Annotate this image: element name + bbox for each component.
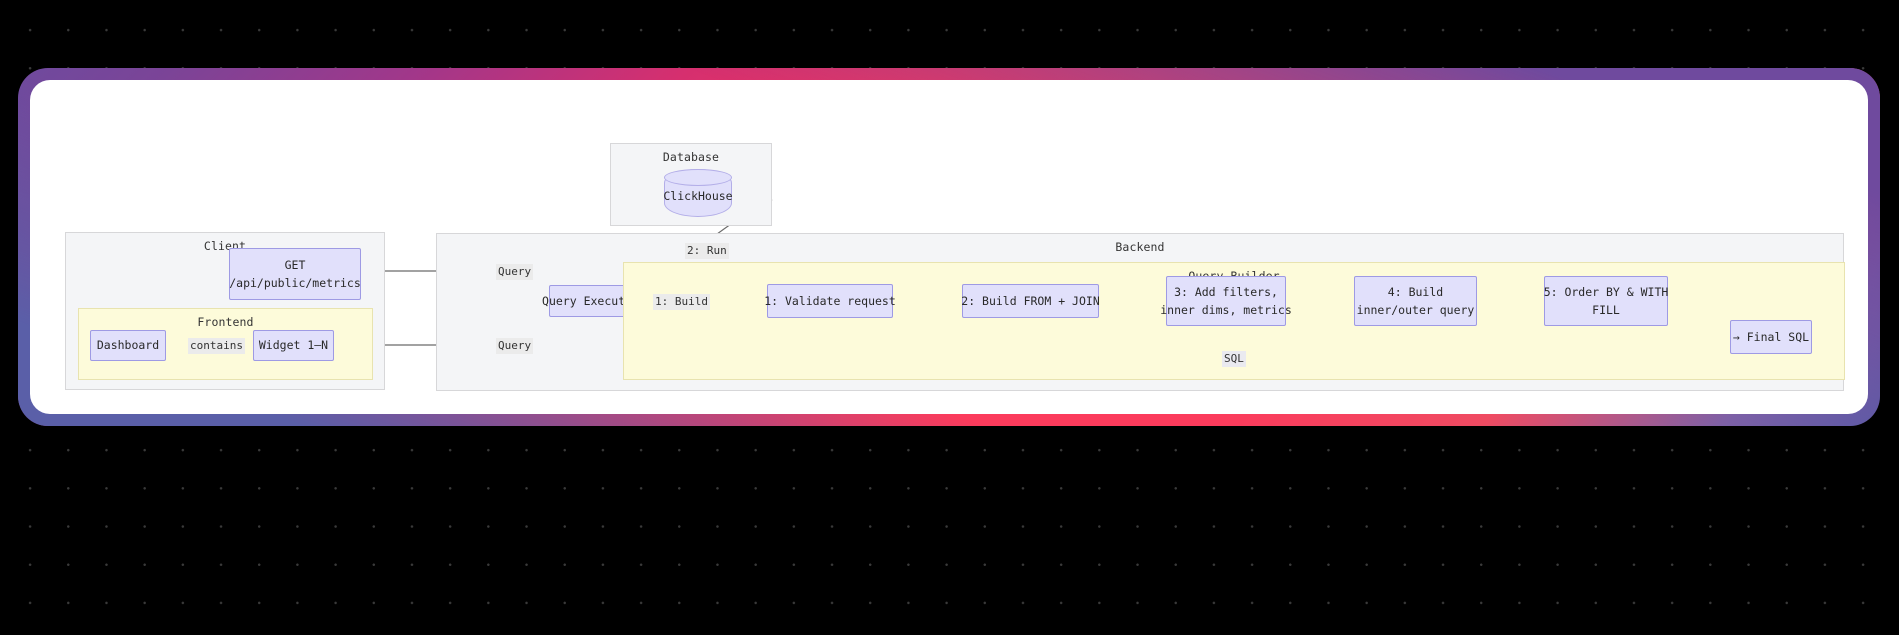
node-api-endpoint-path: /api/public/metrics <box>229 276 361 290</box>
node-query-executor[interactable]: Query Executor <box>542 285 639 317</box>
group-database-title: Database <box>662 150 720 164</box>
edge-label-query-widget: Query <box>496 338 534 355</box>
edge-label-contains: contains <box>188 338 245 355</box>
node-step2-build-from-join[interactable]: 2: Build FROM + JOIN <box>961 284 1100 318</box>
node-step5-order-by-fill[interactable]: 5: Order BY & WITH FILL <box>1544 276 1668 326</box>
edge-label-query-api: Query <box>496 264 534 281</box>
node-step4-line2: inner/outer query <box>1356 303 1475 317</box>
node-step4-line1: 4: Build <box>1387 284 1444 299</box>
node-step3-line2: inner dims, metrics <box>1160 303 1292 317</box>
node-step5-line1: 5: Order BY & WITH <box>1543 284 1669 299</box>
node-widget[interactable]: Widget 1–N <box>253 330 334 361</box>
node-dashboard[interactable]: Dashboard <box>90 330 166 361</box>
node-step1-validate[interactable]: 1: Validate request <box>764 284 896 318</box>
node-step3-line1: 3: Add filters, <box>1174 284 1278 299</box>
group-frontend-title: Frontend <box>197 315 254 329</box>
node-api-endpoint-method: GET <box>284 257 306 272</box>
diagram-card-surface: Client GET /api/public/metrics Frontend … <box>30 80 1868 414</box>
edge-label-run: 2: Run <box>685 243 729 260</box>
node-clickhouse[interactable]: ClickHouse <box>663 169 733 217</box>
node-step4-build-inner-outer[interactable]: 4: Build inner/outer query <box>1354 276 1477 326</box>
group-backend-title: Backend <box>1115 240 1165 254</box>
edge-label-sql: SQL <box>1222 351 1246 368</box>
node-final-sql-label: → Final SQL <box>1732 329 1810 344</box>
architecture-diagram: Client GET /api/public/metrics Frontend … <box>30 80 1868 414</box>
node-step2-label: 2: Build FROM + JOIN <box>961 293 1100 308</box>
node-final-sql[interactable]: → Final SQL <box>1730 320 1812 354</box>
node-step1-label: 1: Validate request <box>764 293 896 308</box>
node-api-endpoint[interactable]: GET /api/public/metrics <box>229 248 361 300</box>
node-clickhouse-label: ClickHouse <box>663 189 733 203</box>
edge-label-build: 1: Build <box>653 294 710 311</box>
node-query-executor-label: Query Executor <box>542 293 639 308</box>
node-widget-label: Widget 1–N <box>258 338 329 353</box>
node-step5-line2: FILL <box>1592 303 1620 317</box>
gradient-card-frame: Client GET /api/public/metrics Frontend … <box>18 68 1880 426</box>
node-dashboard-label: Dashboard <box>96 338 160 353</box>
node-step3-add-filters[interactable]: 3: Add filters, inner dims, metrics <box>1160 276 1292 326</box>
